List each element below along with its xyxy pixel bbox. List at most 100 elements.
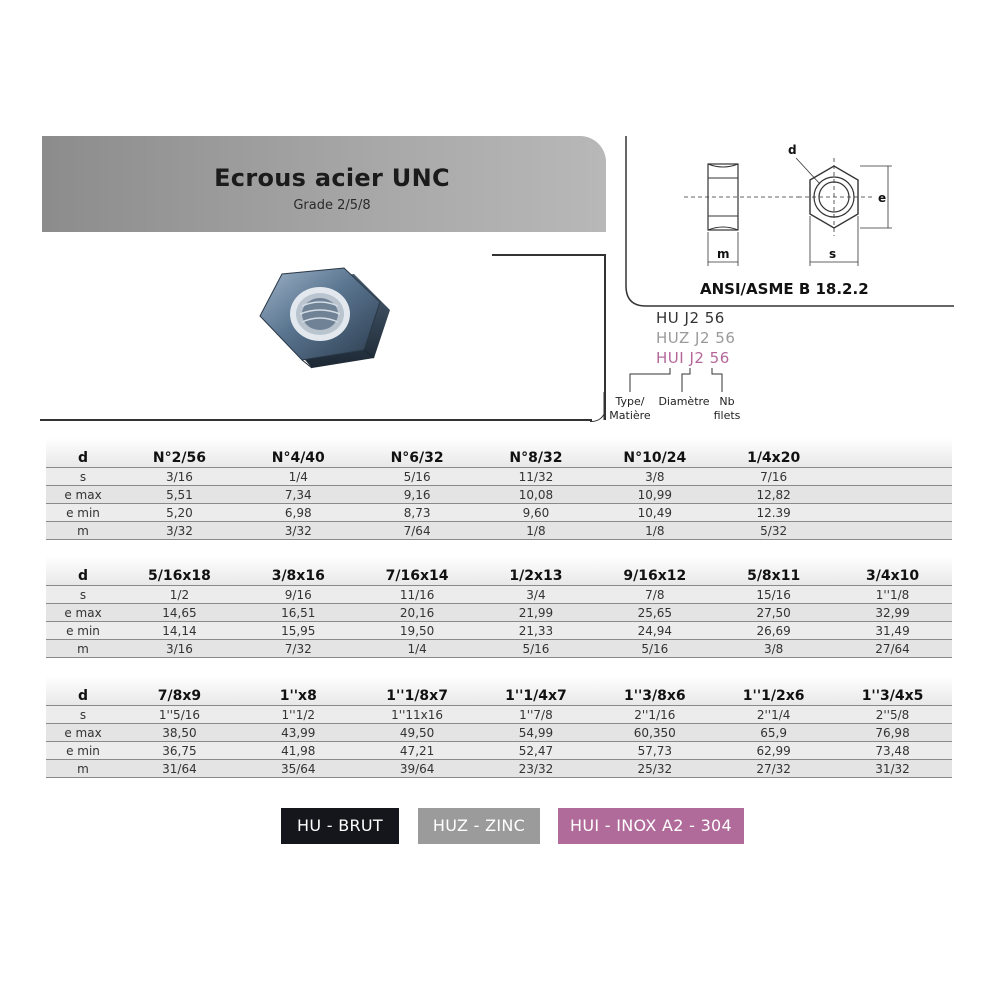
row-label: d	[46, 556, 120, 586]
size-header	[833, 438, 952, 468]
table-cell: 3/32	[238, 521, 358, 540]
table-cell: 6,98	[238, 503, 358, 522]
dimension-e-label: e	[878, 191, 886, 205]
row-label: e max	[46, 723, 120, 742]
size-header: N°8/32	[476, 438, 596, 468]
legend-type: Type/ Matière	[609, 395, 651, 422]
row-label: e min	[46, 503, 120, 522]
table-row: e max 5,51 7,34 9,16 10,08 10,99 12,82	[46, 485, 952, 504]
table-cell: 27,50	[714, 603, 834, 622]
table-cell: 41,98	[238, 741, 358, 760]
table-row: e min 14,14 15,95 19,50 21,33 24,94 26,6…	[46, 621, 952, 640]
hex-nut-photo	[259, 267, 390, 369]
row-label: m	[46, 521, 120, 540]
technical-drawing: d e m s	[625, 136, 954, 307]
table-cell: 47,21	[357, 741, 477, 760]
table-cell: 19,50	[357, 621, 477, 640]
spec-table-3: d 7/8x9 1''x8 1''1/8x7 1''1/4x7 1''3/8x6…	[46, 676, 952, 778]
size-header: N°10/24	[595, 438, 715, 468]
table-cell: 43,99	[238, 723, 358, 742]
photo-frame-bottom	[40, 419, 592, 421]
table-cell: 7/32	[238, 639, 358, 658]
table-header-row: d 5/16x18 3/8x16 7/16x14 1/2x13 9/16x12 …	[46, 556, 952, 586]
table-row: s 1/2 9/16 11/16 3/4 7/8 15/16 1''1/8	[46, 585, 952, 604]
table-cell: 60,350	[595, 723, 715, 742]
row-label: s	[46, 705, 120, 724]
table-row: e max 38,50 43,99 49,50 54,99 60,350 65,…	[46, 723, 952, 742]
row-label: m	[46, 639, 120, 658]
code-legend-brackets	[603, 368, 723, 420]
table-cell: 10,49	[595, 503, 715, 522]
size-header: 1''x8	[238, 676, 358, 706]
table-row: s 3/16 1/4 5/16 11/32 3/8 7/16	[46, 467, 952, 486]
table-cell: 25,65	[595, 603, 715, 622]
table-row: m 3/16 7/32 1/4 5/16 5/16 3/8 27/64	[46, 639, 952, 658]
table-cell: 10,99	[595, 485, 715, 504]
row-label: e min	[46, 621, 120, 640]
standard-label: ANSI/ASME B 18.2.2	[700, 280, 869, 298]
spec-table-2: d 5/16x18 3/8x16 7/16x14 1/2x13 9/16x12 …	[46, 556, 952, 658]
table-cell: 7/16	[714, 467, 834, 486]
table-cell: 27/32	[714, 759, 834, 778]
table-cell: 36,75	[120, 741, 239, 760]
table-cell: 1''5/16	[120, 705, 239, 724]
row-label: e max	[46, 603, 120, 622]
row-label: d	[46, 676, 120, 706]
table-cell: 39/64	[357, 759, 477, 778]
table-cell: 1''1/2	[238, 705, 358, 724]
dimension-d-label: d	[788, 143, 797, 157]
table-row: m 31/64 35/64 39/64 23/32 25/32 27/32 31…	[46, 759, 952, 778]
table-cell: 25/32	[595, 759, 715, 778]
table-cell	[833, 521, 952, 540]
row-label: m	[46, 759, 120, 778]
table-cell: 11/32	[476, 467, 596, 486]
table-cell: 38,50	[120, 723, 239, 742]
table-cell: 21,99	[476, 603, 596, 622]
table-cell: 5/16	[476, 639, 596, 658]
photo-frame-right	[604, 254, 606, 420]
table-cell: 5/32	[714, 521, 834, 540]
table-cell: 7/8	[595, 585, 715, 604]
code-hu: HU J2 56	[656, 309, 725, 327]
dimension-s-label: s	[829, 247, 836, 261]
table-cell: 1''7/8	[476, 705, 596, 724]
table-cell: 3/32	[120, 521, 239, 540]
table-cell: 1''11x16	[357, 705, 477, 724]
table-cell: 3/16	[120, 467, 239, 486]
table-cell: 1/4	[238, 467, 358, 486]
size-header: 3/4x10	[833, 556, 952, 586]
table-cell: 26,69	[714, 621, 834, 640]
size-header: N°6/32	[357, 438, 477, 468]
header-band: Ecrous acier UNC Grade 2/5/8	[42, 136, 606, 232]
size-header: 1''3/8x6	[595, 676, 715, 706]
table-cell: 21,33	[476, 621, 596, 640]
table-cell: 9/16	[238, 585, 358, 604]
table-cell	[833, 467, 952, 486]
size-header: 1''1/4x7	[476, 676, 596, 706]
finish-badge-zinc: HUZ - ZINC	[418, 808, 540, 844]
table-cell: 12,82	[714, 485, 834, 504]
finish-badge-inox: HUI - INOX A2 - 304	[558, 808, 744, 844]
table-cell: 31/64	[120, 759, 239, 778]
table-cell: 3/4	[476, 585, 596, 604]
size-header: 1''3/4x5	[833, 676, 952, 706]
spec-table-1: d N°2/56 N°4/40 N°6/32 N°8/32 N°10/24 1/…	[46, 438, 952, 540]
size-header: 5/8x11	[714, 556, 834, 586]
table-cell: 9,60	[476, 503, 596, 522]
table-cell: 1/8	[595, 521, 715, 540]
table-cell: 2''5/8	[833, 705, 952, 724]
table-cell: 65,9	[714, 723, 834, 742]
table-cell: 8,73	[357, 503, 477, 522]
table-cell: 52,47	[476, 741, 596, 760]
row-label: s	[46, 585, 120, 604]
table-cell: 5,51	[120, 485, 239, 504]
table-row: e max 14,65 16,51 20,16 21,99 25,65 27,5…	[46, 603, 952, 622]
size-header: 1''1/8x7	[357, 676, 477, 706]
table-header-row: d N°2/56 N°4/40 N°6/32 N°8/32 N°10/24 1/…	[46, 438, 952, 468]
finish-badge-brut: HU - BRUT	[281, 808, 399, 844]
table-cell: 76,98	[833, 723, 952, 742]
table-cell: 2''1/16	[595, 705, 715, 724]
table-cell: 3/8	[714, 639, 834, 658]
size-header: N°2/56	[120, 438, 239, 468]
table-cell: 2''1/4	[714, 705, 834, 724]
